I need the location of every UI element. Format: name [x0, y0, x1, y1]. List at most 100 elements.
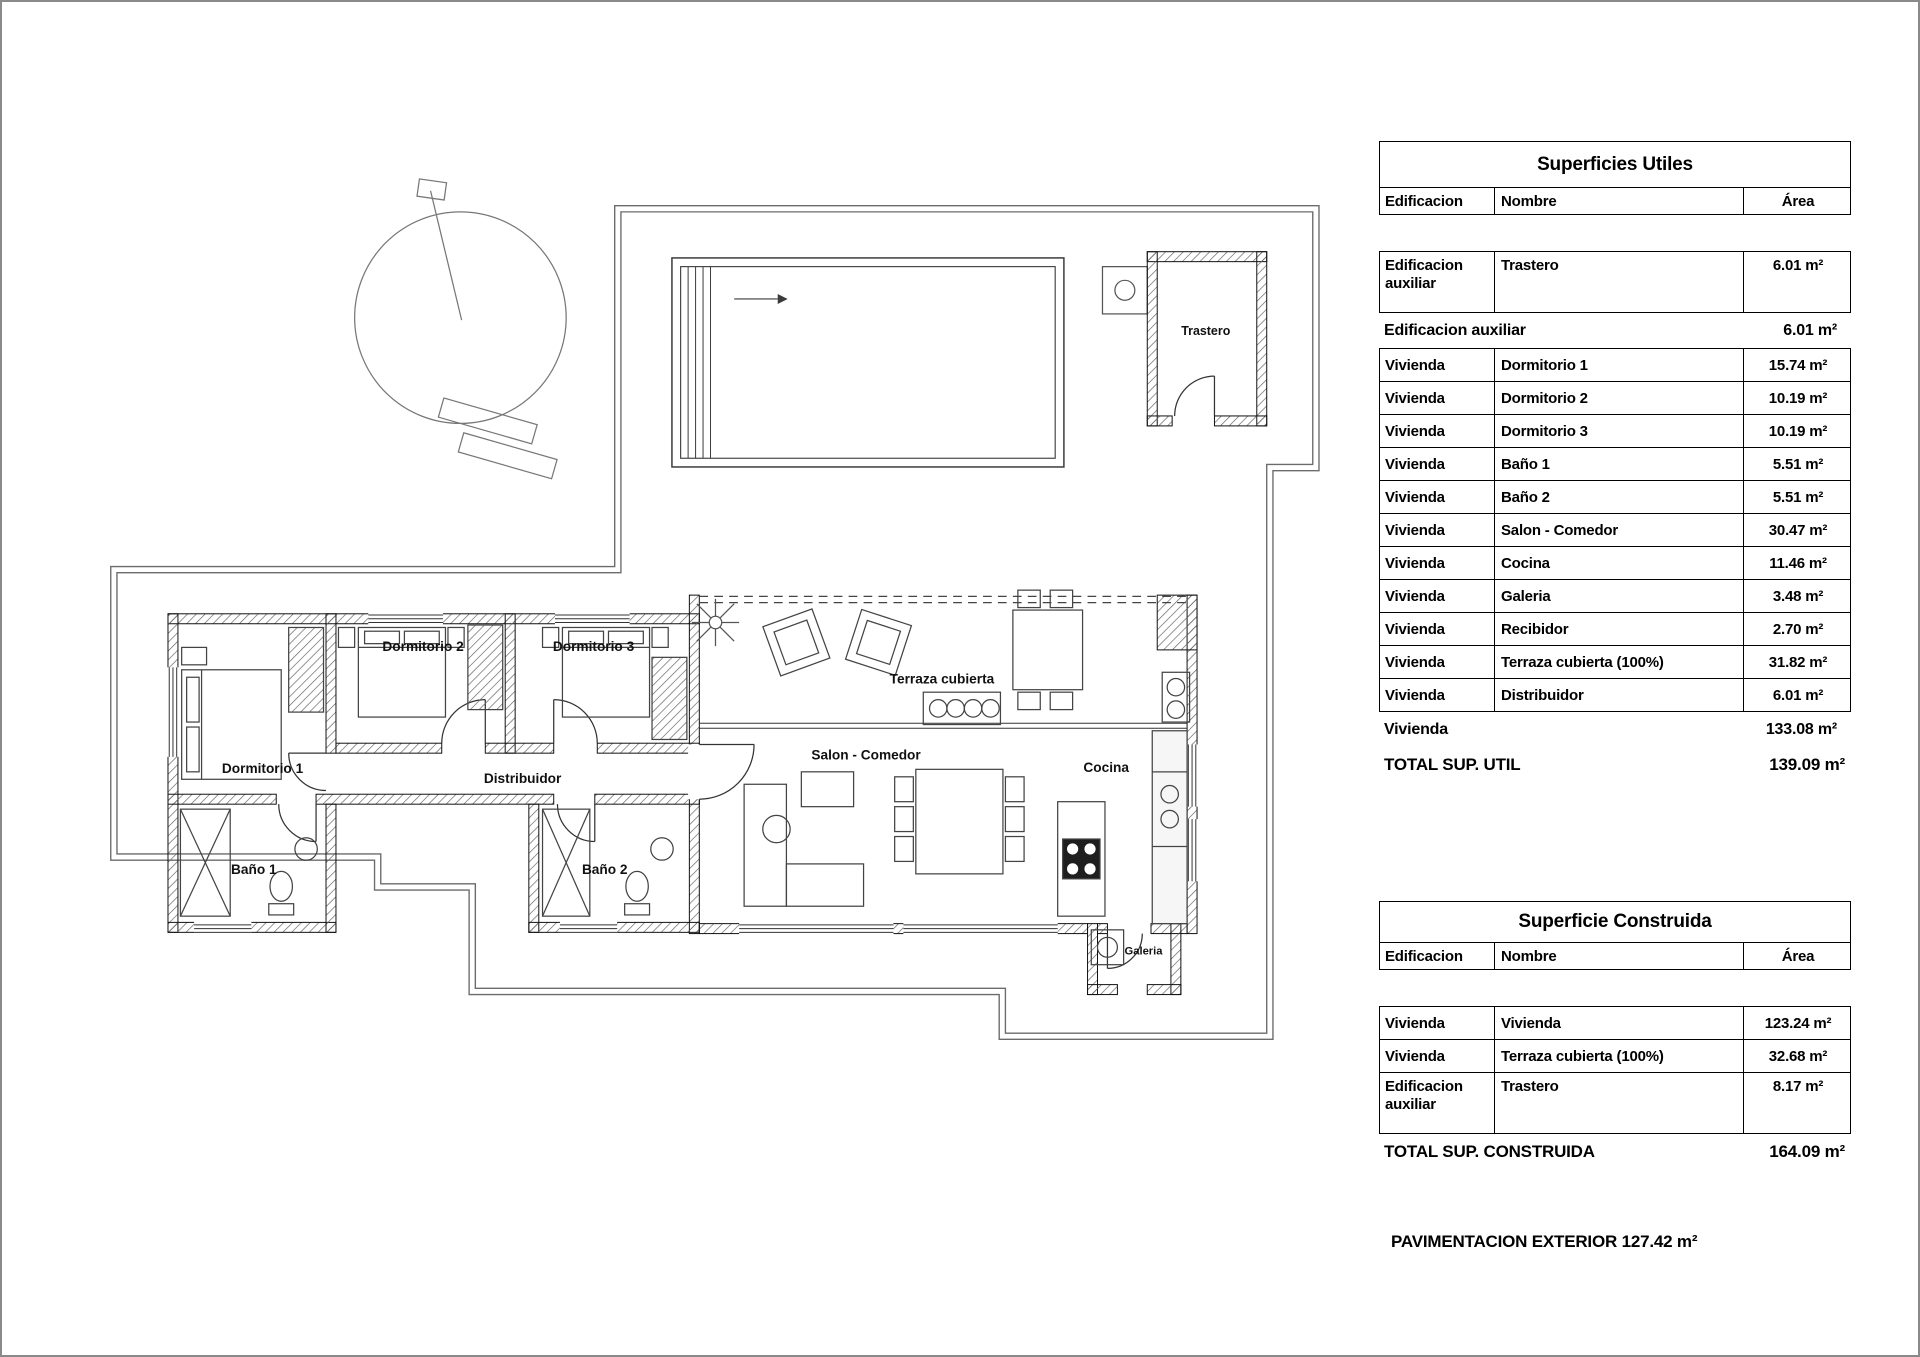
- cell-area: 10.19 m²: [1743, 415, 1852, 447]
- cell-edificacion: Vivienda: [1385, 356, 1445, 374]
- doors: [278, 375, 1216, 970]
- table-row: Edificacion auxiliar Trastero 8.17 m²: [1379, 1072, 1851, 1134]
- table-row: Edificacion auxiliar Trastero 6.01 m²: [1379, 251, 1851, 313]
- cell-nombre: Dormitorio 1: [1494, 349, 1743, 381]
- tree-icon: [354, 178, 567, 480]
- total-label: TOTAL SUP. CONSTRUIDA: [1384, 1142, 1595, 1161]
- superficie-construida-title: Superficie Construida: [1379, 901, 1851, 943]
- bano2-fixtures: [541, 808, 674, 917]
- cell-area: 8.17 m²: [1743, 1073, 1852, 1133]
- cell-nombre: Terraza cubierta (100%): [1494, 646, 1743, 678]
- dormitorio2-bed-icon: [337, 624, 504, 718]
- cell-nombre: Trastero: [1494, 1073, 1743, 1133]
- superficie-construida-table: Superficie Construida Edificacion Nombre…: [1379, 901, 1851, 1170]
- cell-edificacion: Vivienda: [1385, 422, 1445, 440]
- cell-area: 32.68 m²: [1743, 1040, 1852, 1072]
- room-label-cocina: Cocina: [1083, 760, 1129, 775]
- sink-icon: [650, 837, 674, 861]
- cell-nombre: Baño 2: [1494, 481, 1743, 513]
- cell-area: 3.48 m²: [1743, 580, 1852, 612]
- subtotal-label: Edificacion auxiliar: [1384, 321, 1526, 339]
- washer-icon: [1090, 929, 1125, 966]
- terraza-open-edge: [699, 595, 1188, 604]
- subtotal-row-vivienda: Vivienda 133.08 m²: [1379, 712, 1851, 747]
- cell-edificacion: Vivienda: [1385, 1014, 1445, 1032]
- subtotal-value: 133.08 m²: [1765, 720, 1837, 738]
- total-sup-construida-row: TOTAL SUP. CONSTRUIDA 164.09 m²: [1379, 1134, 1851, 1170]
- room-label-galeria: Galeria: [1125, 946, 1164, 958]
- subtotal-value: 6.01 m²: [1783, 321, 1837, 339]
- plant-icon: [691, 598, 740, 647]
- glass-wall: [699, 722, 1188, 729]
- table-row: Vivienda Recibidor 2.70 m²: [1379, 612, 1851, 646]
- table-row: Vivienda Distribuidor 6.01 m²: [1379, 678, 1851, 712]
- cell-area: 11.46 m²: [1743, 547, 1852, 579]
- low-table-icon: [922, 691, 1002, 726]
- header-nombre: Nombre: [1494, 188, 1743, 214]
- cell-nombre: Terraza cubierta (100%): [1494, 1040, 1743, 1072]
- cell-edificacion: Edificacion auxiliar: [1385, 257, 1463, 292]
- total-value: 164.09 m²: [1769, 1142, 1845, 1161]
- table-row: Vivienda Vivienda 123.24 m²: [1379, 1006, 1851, 1040]
- room-label-trastero: Trastero: [1181, 324, 1230, 338]
- table-row: Vivienda Terraza cubierta (100%) 31.82 m…: [1379, 645, 1851, 679]
- salon-furniture: [743, 768, 1025, 907]
- superficies-utiles-title: Superficies Utiles: [1379, 141, 1851, 188]
- table-header-row: Edificacion Nombre Área: [1379, 942, 1851, 970]
- room-label-dormitorio-1: Dormitorio 1: [222, 761, 304, 776]
- shower-icon: [541, 808, 591, 917]
- room-label-bano-2: Baño 2: [582, 862, 628, 877]
- cell-edificacion: Edificacion auxiliar: [1385, 1078, 1463, 1113]
- cell-edificacion: Vivienda: [1385, 455, 1445, 473]
- room-label-dormitorio-2: Dormitorio 2: [382, 639, 464, 654]
- kitchen-island-icon: [1057, 801, 1106, 917]
- header-nombre: Nombre: [1494, 943, 1743, 969]
- cell-edificacion: Vivienda: [1385, 488, 1445, 506]
- cell-nombre: Dormitorio 3: [1494, 415, 1743, 447]
- dormitorio1-bed-icon: [181, 626, 325, 780]
- windows: [168, 614, 1197, 933]
- cell-nombre: Vivienda: [1494, 1007, 1743, 1039]
- dining-table-icon: [894, 768, 1025, 875]
- table-header-row: Edificacion Nombre Área: [1379, 187, 1851, 215]
- cell-area: 6.01 m²: [1743, 252, 1852, 312]
- cell-area: 5.51 m²: [1743, 481, 1852, 513]
- cell-nombre: Baño 1: [1494, 448, 1743, 480]
- room-label-distribuidor: Distribuidor: [484, 771, 562, 786]
- header-edificacion: Edificacion: [1385, 192, 1463, 210]
- table-row: Vivienda Cocina 11.46 m²: [1379, 546, 1851, 580]
- cell-area: 123.24 m²: [1743, 1007, 1852, 1039]
- cooktop-icon: [1062, 838, 1101, 880]
- cell-nombre: Dormitorio 2: [1494, 382, 1743, 414]
- subtotal-row-aux: Edificacion auxiliar 6.01 m²: [1379, 313, 1851, 348]
- table-row: Vivienda Salon - Comedor 30.47 m²: [1379, 513, 1851, 547]
- cell-edificacion: Vivienda: [1385, 1047, 1445, 1065]
- table-row: Vivienda Galeria 3.48 m²: [1379, 579, 1851, 613]
- cell-area: 31.82 m²: [1743, 646, 1852, 678]
- cell-area: 5.51 m²: [1743, 448, 1852, 480]
- pavimentacion-exterior-note: PAVIMENTACION EXTERIOR 127.42 m²: [1391, 1232, 1698, 1251]
- bano1-fixtures: [179, 808, 318, 917]
- sofa-icon: [743, 771, 865, 907]
- sink-icon: [294, 837, 318, 861]
- cell-edificacion: Vivienda: [1385, 389, 1445, 407]
- total-label: TOTAL SUP. UTIL: [1384, 755, 1521, 774]
- cell-area: 6.01 m²: [1743, 679, 1852, 711]
- cell-edificacion: Vivienda: [1385, 521, 1445, 539]
- room-label-salon-comedor: Salon - Comedor: [811, 747, 921, 762]
- pool-icon: [671, 257, 1065, 468]
- table-title-text: Superficies Utiles: [1537, 153, 1693, 175]
- cell-edificacion: Vivienda: [1385, 686, 1445, 704]
- table-row: Vivienda Dormitorio 3 10.19 m²: [1379, 414, 1851, 448]
- total-sup-util-row: TOTAL SUP. UTIL 139.09 m²: [1379, 747, 1851, 783]
- total-value: 139.09 m²: [1769, 755, 1845, 774]
- cell-nombre: Recibidor: [1494, 613, 1743, 645]
- outdoor-sink-icon: [1161, 671, 1191, 723]
- table-row: Vivienda Baño 2 5.51 m²: [1379, 480, 1851, 514]
- cell-edificacion: Vivienda: [1385, 554, 1445, 572]
- trastero-aux-unit: [1101, 266, 1148, 315]
- superficies-utiles-table: Superficies Utiles Edificacion Nombre Ár…: [1379, 141, 1851, 783]
- outdoor-table-icon: [1012, 589, 1084, 711]
- room-label-bano-1: Baño 1: [231, 862, 277, 877]
